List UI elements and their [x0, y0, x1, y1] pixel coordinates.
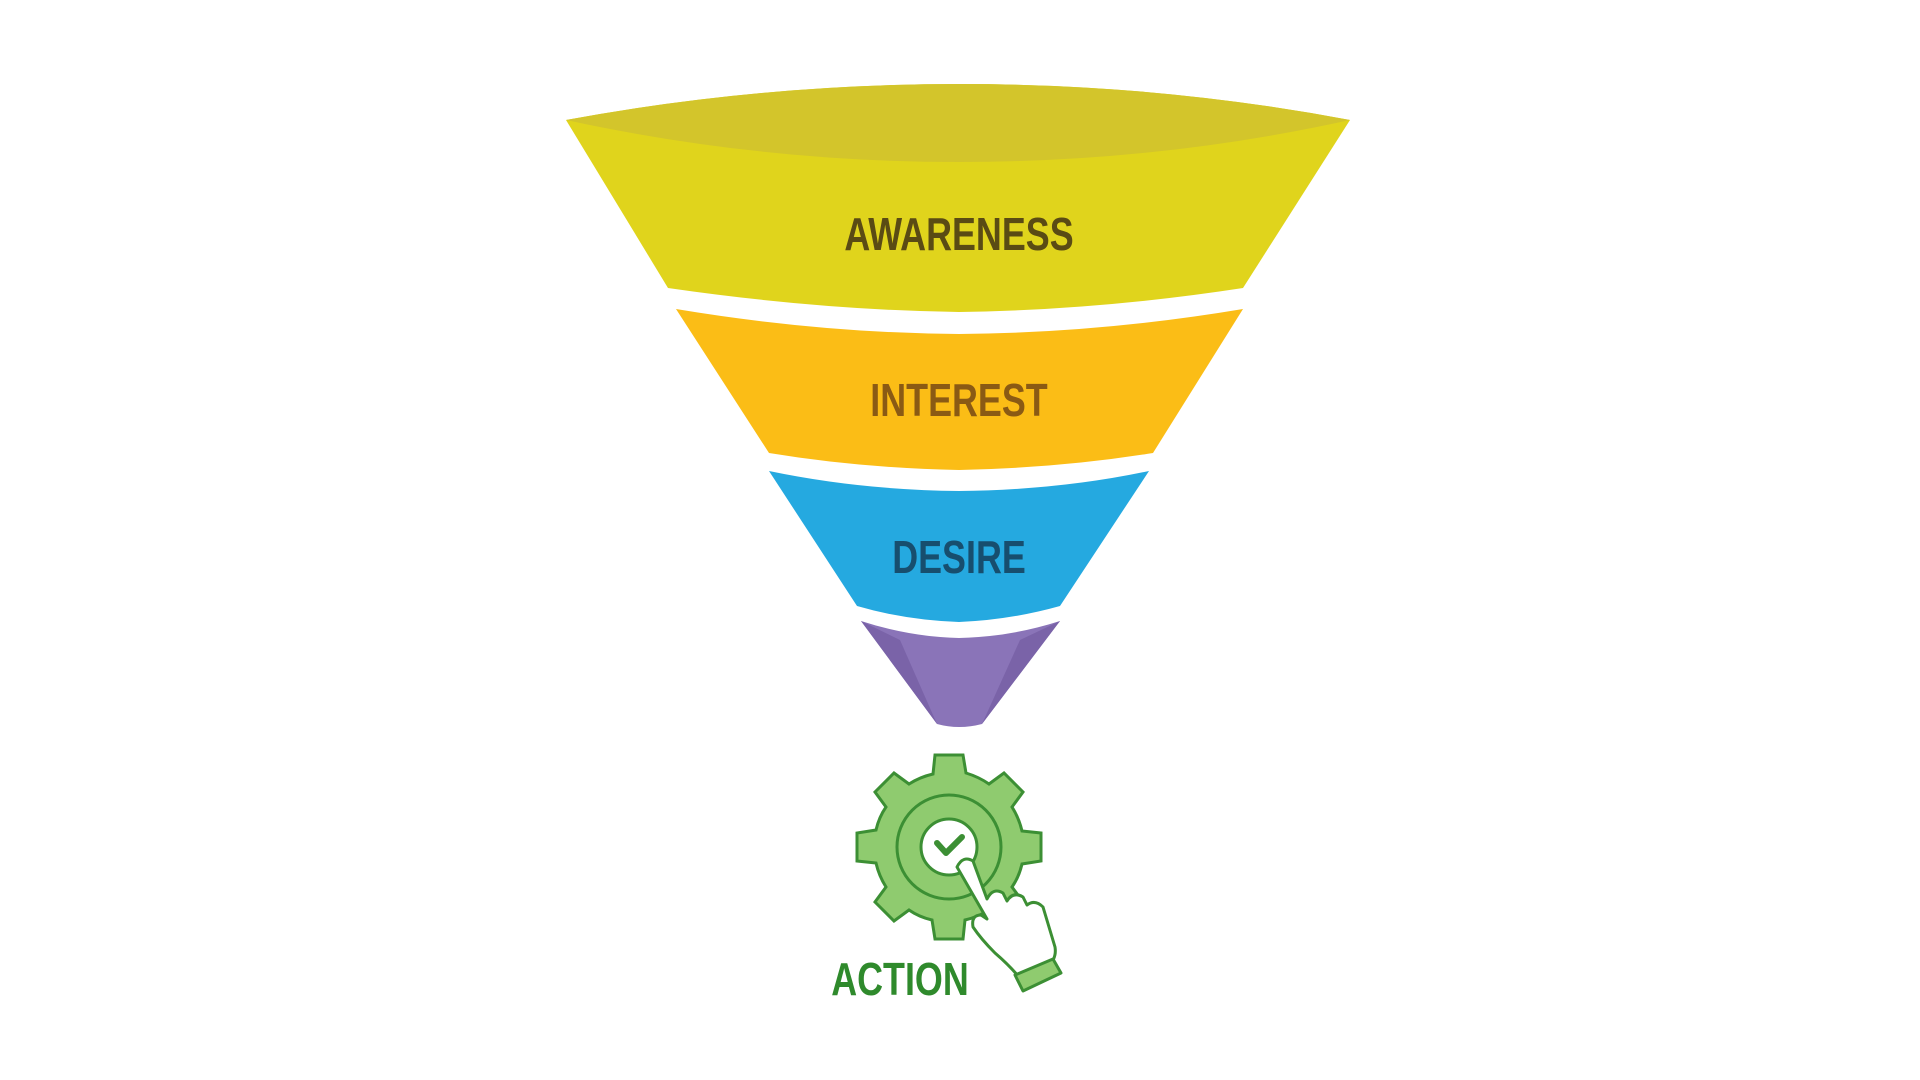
- gear-click-check-icon: [855, 753, 1063, 993]
- desire-label: DESIRE: [892, 532, 1026, 583]
- funnel-stage-interest: INTEREST: [676, 309, 1243, 470]
- action-label: ACTION: [831, 954, 969, 1005]
- awareness-label: AWARENESS: [844, 209, 1073, 260]
- funnel-stage-desire: DESIRE: [769, 471, 1149, 622]
- funnel-stage-tip: [861, 621, 1060, 727]
- interest-label: INTEREST: [870, 375, 1047, 426]
- funnel-stage-awareness: AWARENESS: [566, 84, 1350, 312]
